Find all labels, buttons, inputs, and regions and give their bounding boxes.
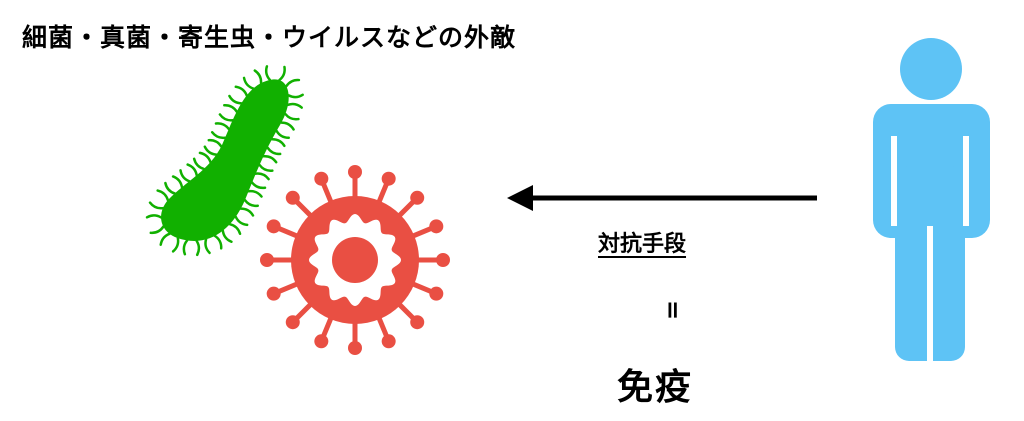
bacterium-cilium [218, 113, 234, 122]
bacterium-cilium [262, 154, 278, 164]
bacterium-cilium [164, 181, 176, 195]
left-arrow-icon [507, 185, 817, 211]
bacterium-cilium [239, 207, 255, 217]
virus-spike-tip [436, 253, 450, 267]
bacterium-cilium [253, 69, 263, 85]
bacterium-cilium [287, 93, 304, 99]
bacterium-cilium [149, 225, 165, 235]
bacterium-cilium [192, 157, 206, 171]
bacterium-cilium [198, 151, 212, 164]
bacterium-cilium [214, 122, 231, 131]
bacterium-cilium [210, 131, 227, 140]
bacterium-cilium [258, 163, 274, 172]
bacterium-cilium [266, 146, 282, 156]
bacterium-cilium [270, 137, 286, 148]
virus-spike-tip [266, 286, 281, 301]
virus-icon [260, 165, 450, 355]
bacterium-cilium [234, 215, 249, 227]
bacterium-cilium [148, 201, 165, 210]
bacterium-cilium [242, 76, 255, 90]
virus-spike-tip [410, 315, 425, 330]
virus-spike-tip [348, 165, 362, 179]
bacterium-cilium [182, 239, 189, 256]
countermeasure-label: 対抗手段 [598, 232, 687, 257]
bacterium-cilium [207, 138, 223, 148]
virus-spike-tip [381, 171, 396, 186]
bacterium-cilium [159, 232, 171, 246]
bacterium-cilium [254, 172, 270, 181]
bacterium-cilium [228, 94, 243, 105]
bacterium-cilium [234, 85, 248, 97]
virus-spike-tip [260, 253, 274, 267]
bacterium-cilium [203, 145, 218, 156]
bacterium-cilium [228, 222, 242, 236]
virus-spike-tip [314, 334, 329, 349]
virus-spike-tip [381, 334, 396, 349]
person-icon [873, 38, 990, 361]
virus-spike-tip [348, 341, 362, 355]
bacterium-cilium [179, 169, 191, 183]
bacterium-cilium [275, 129, 290, 140]
bacterium-cilium [145, 214, 163, 219]
bacterium-cilium [204, 238, 211, 255]
bacterium-cilium [243, 198, 260, 208]
bacterium-cilium [280, 121, 295, 131]
bacterium-cilium [223, 104, 239, 113]
virus-spike-tip [285, 190, 300, 205]
bacterium-icon [145, 65, 304, 257]
bacterium-cilium [247, 189, 263, 198]
virus-spike-tip [285, 315, 300, 330]
bacterium-cilium [156, 189, 170, 202]
virus-spike-tip [429, 219, 444, 234]
virus-spike-tip [266, 219, 281, 234]
bacterium-cilium [250, 181, 267, 190]
bacterium-cilium [186, 163, 198, 177]
bacterium-cilium [264, 65, 272, 82]
bacterium-cilium [171, 175, 184, 189]
bacterium-cilium [278, 65, 286, 82]
virus-spike-tip [429, 286, 444, 301]
equals-sign: = [659, 299, 688, 321]
virus-spike-tip [410, 190, 425, 205]
bacterium-cilium [213, 234, 223, 250]
bacterium-cilium [171, 236, 180, 253]
immunity-label: 免疫 [617, 367, 694, 408]
bacterium-cilium [286, 102, 303, 109]
bacterium-cilium [195, 239, 201, 257]
bacterium-cilium [221, 229, 233, 244]
virus-spike-tip [314, 171, 329, 186]
diagram-heading: 細菌・真菌・寄生虫・ウイルスなどの外敵 [22, 23, 517, 52]
bacterium-cilium [285, 78, 301, 88]
bacterium-cilium [284, 112, 300, 121]
